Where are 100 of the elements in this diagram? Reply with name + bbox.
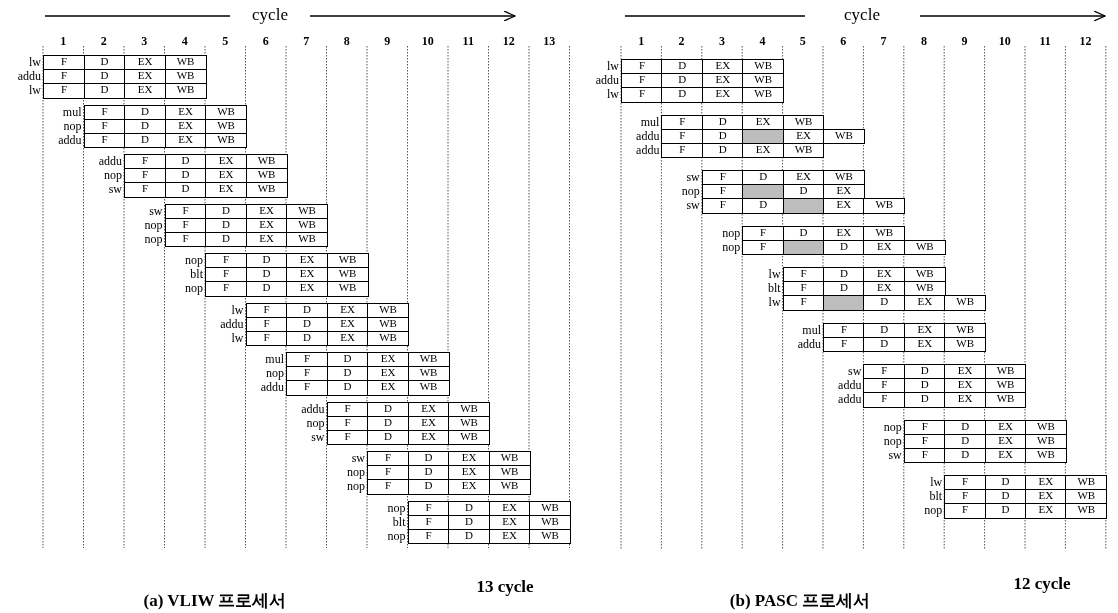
instruction-label: lw — [767, 268, 781, 280]
instruction-label: nop — [103, 169, 122, 181]
stage-cell: D — [448, 500, 490, 516]
column-number: 7 — [879, 34, 888, 49]
cycle-total: 12 cycle — [1012, 575, 1072, 592]
stage-cell: WB — [326, 281, 369, 297]
instruction-label: nop — [346, 480, 365, 492]
column-number: 12 — [501, 34, 516, 49]
stage-cell: F — [701, 198, 744, 214]
stage-cell: F — [83, 104, 126, 120]
cycle-total: 13 cycle — [475, 578, 535, 595]
column-number: 9 — [960, 34, 969, 49]
stage-cell: EX — [367, 380, 409, 396]
stage-cell: WB — [863, 225, 906, 241]
instruction-label: lw — [606, 60, 619, 72]
column-number: 6 — [261, 34, 270, 49]
instruction-label: addu — [219, 317, 244, 330]
instruction-label: nop — [882, 420, 902, 433]
stage-cell: F — [164, 203, 207, 219]
stage-cell: D — [326, 380, 369, 396]
stage-cell: D — [245, 281, 288, 297]
instruction-label: addu — [594, 74, 619, 86]
instruction-label: nop — [184, 254, 203, 266]
column-number: 8 — [920, 34, 928, 49]
instruction-label: nop — [143, 232, 163, 245]
instruction-label: lw — [28, 56, 41, 68]
stage-cell: WB — [205, 104, 247, 120]
instruction-label: sw — [107, 183, 122, 195]
instruction-label: nop — [62, 119, 82, 132]
stage-cell: EX — [742, 114, 785, 130]
stage-cell: F — [124, 182, 166, 198]
instruction-label: lw — [767, 296, 781, 308]
stage-cell: WB — [407, 380, 450, 396]
stage-cell: WB — [245, 182, 288, 198]
instruction-label: nop — [721, 240, 741, 253]
column-number: 5 — [221, 34, 230, 49]
stage-cell: F — [326, 401, 369, 417]
instruction-label: mul — [264, 353, 284, 365]
column-number: 7 — [302, 34, 311, 49]
stage-cell: F — [782, 295, 825, 311]
stage-cell: EX — [407, 401, 450, 417]
stage-cell: F — [823, 322, 865, 338]
column-number: 13 — [542, 34, 557, 49]
instruction-label: mul — [639, 115, 660, 128]
stage-cell: EX — [488, 500, 531, 516]
stage-cell: F — [286, 380, 328, 396]
instruction-label: blt — [392, 515, 406, 528]
column-number: 4 — [758, 34, 767, 49]
instruction-label: nop — [386, 501, 406, 514]
instruction-label: nop — [386, 529, 406, 542]
stage-cell: F — [863, 392, 906, 408]
instruction-label: nop — [143, 218, 163, 231]
instruction-label: blt — [766, 282, 781, 294]
stage-cell: EX — [701, 87, 744, 103]
stage-cell: EX — [286, 281, 328, 297]
stage-cell: WB — [944, 322, 987, 338]
stage-cell: D — [863, 322, 906, 338]
stage-cell: WB — [823, 128, 865, 144]
stage-cell: D — [701, 114, 744, 130]
instruction-label: blt — [928, 490, 943, 502]
stage-cell: WB — [529, 500, 571, 516]
stage-cell: WB — [863, 198, 906, 214]
stage-cell: EX — [164, 104, 207, 120]
instruction-label: addu — [837, 379, 862, 391]
column-number: 1 — [59, 34, 68, 49]
instruction-label: nop — [721, 226, 741, 239]
instruction-label: sw — [148, 204, 163, 217]
column-number: 2 — [677, 34, 686, 49]
stage-cell: EX — [124, 83, 166, 99]
instruction-label: nop — [680, 185, 700, 197]
instruction-label: addu — [97, 155, 122, 167]
stage-cell: EX — [448, 479, 490, 495]
instruction-label: lw — [28, 84, 41, 96]
column-number: 2 — [99, 34, 108, 49]
figure-caption: (a) VLIW 프로세서 — [142, 592, 288, 609]
stage-cell: F — [205, 281, 247, 297]
column-number: 12 — [1078, 34, 1093, 49]
column-number: 8 — [342, 34, 351, 49]
stage-cell: D — [944, 419, 987, 435]
stage-cell: EX — [326, 302, 369, 318]
stage-cell: D — [407, 479, 450, 495]
stage-cell: EX — [823, 225, 865, 241]
column-number: 10 — [997, 34, 1012, 49]
stage-cell: EX — [1025, 503, 1067, 519]
stage-cell: D — [124, 104, 166, 120]
instruction-label: sw — [847, 365, 862, 377]
stage-cell: WB — [782, 114, 825, 130]
stage-cell: F — [407, 500, 450, 516]
stage-cell: F — [367, 479, 409, 495]
instruction-label: lw — [230, 331, 244, 344]
instruction-label: mul — [61, 105, 82, 118]
stage-cell: D — [903, 392, 946, 408]
stage-cell: D — [205, 203, 247, 219]
instruction-label: addu — [259, 381, 284, 393]
instruction-label: addu — [300, 402, 325, 415]
instruction-label: lw — [606, 88, 619, 100]
instruction-label: nop — [923, 504, 943, 516]
column-number: 10 — [420, 34, 435, 49]
stage-cell: F — [245, 302, 288, 318]
instruction-label: addu — [796, 337, 821, 350]
